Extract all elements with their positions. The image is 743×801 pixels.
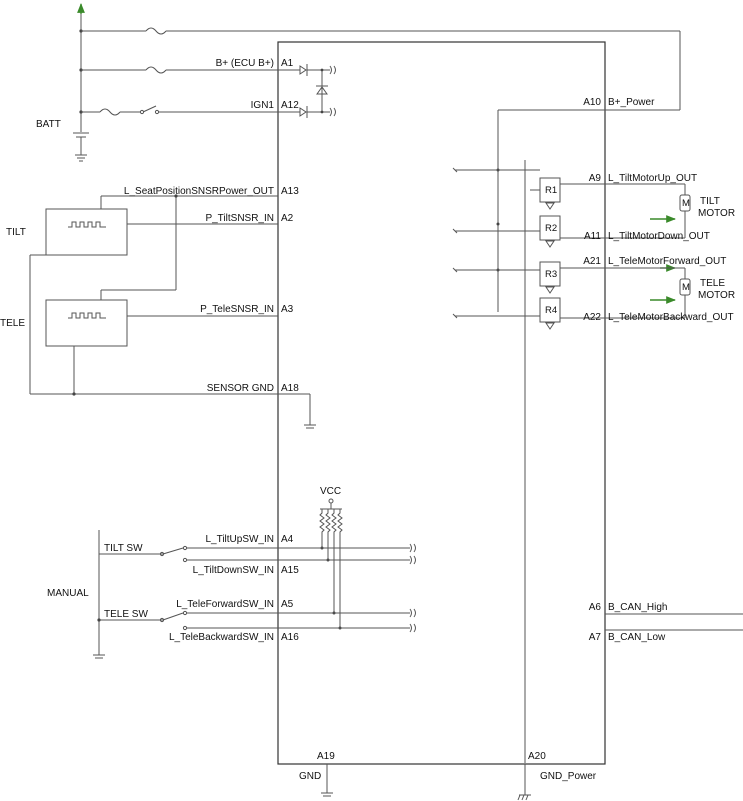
a9-signal: L_TiltMotorUp_OUT	[608, 173, 697, 184]
a16-signal: L_TeleBackwardSW_IN	[169, 632, 274, 643]
svg-text:R1: R1	[545, 185, 557, 196]
a4-pin: A4	[281, 534, 294, 545]
manual-switches: TILT SW TELE SW MANUAL	[47, 530, 416, 659]
relay-a22: R4	[452, 297, 605, 330]
a20-signal: GND_Power	[540, 771, 597, 782]
batt-label: BATT	[36, 119, 61, 130]
tilt-sensor-label: TILT	[6, 227, 26, 238]
a22-signal: L_TeleMotorBackward_OUT	[608, 312, 734, 323]
sensor-ground-network	[29, 254, 316, 429]
a3-signal: P_TeleSNSR_IN	[200, 304, 274, 315]
a7-signal: B_CAN_Low	[608, 632, 666, 643]
tele-motor-label-2: MOTOR	[698, 290, 735, 301]
tilt-sensor: TILT	[6, 208, 278, 256]
a19-pin: A19	[317, 751, 335, 762]
tilt-sw-label: TILT SW	[104, 543, 143, 554]
a5-signal: L_TeleForwardSW_IN	[176, 599, 274, 610]
fuse-line-a1	[81, 64, 336, 76]
bottom-grounds	[321, 764, 531, 801]
a6-pin: A6	[589, 602, 602, 613]
a12-signal: IGN1	[251, 100, 275, 111]
a2-pin: A2	[281, 213, 294, 224]
a2-signal: P_TiltSNSR_IN	[205, 213, 274, 224]
svg-text:R3: R3	[545, 269, 557, 280]
relay-a9: R1	[452, 167, 605, 210]
battery-supply: BATT	[36, 3, 89, 162]
a3-pin: A3	[281, 304, 294, 315]
svg-text:R4: R4	[545, 305, 557, 316]
ecu-box	[277, 41, 606, 765]
can-bus	[605, 613, 743, 631]
fuse-line-top	[81, 27, 681, 111]
vcc-pullups: VCC	[319, 486, 343, 630]
a11-pin: A11	[584, 231, 601, 242]
relay-a11: R2	[452, 215, 605, 248]
a16-pin: A16	[281, 632, 299, 643]
a13-signal: L_SeatPositionSNSRPower_OUT	[124, 186, 274, 197]
a13-pin: A13	[281, 186, 299, 197]
a6-signal: B_CAN_High	[608, 602, 667, 613]
a7-pin: A7	[589, 632, 602, 643]
a18-signal: SENSOR GND	[207, 383, 274, 394]
a15-pin: A15	[281, 565, 299, 576]
a10-pin: A10	[583, 97, 601, 108]
a9-pin: A9	[589, 173, 602, 184]
tele-sensor: TELE	[0, 299, 278, 347]
tele-motor: M TELE MOTOR	[605, 267, 735, 319]
tele-motor-symbol: M	[682, 282, 690, 293]
a21-signal: L_TeleMotorForward_OUT	[608, 256, 726, 267]
a20-pin: A20	[528, 751, 546, 762]
tele-motor-label-1: TELE	[700, 278, 725, 289]
tilt-motor-label-2: MOTOR	[698, 208, 735, 219]
a11-signal: L_TiltMotorDown_OUT	[608, 231, 710, 242]
sensor-power-network	[100, 194, 278, 300]
a21-pin: A21	[583, 256, 601, 267]
vcc-label: VCC	[320, 486, 341, 497]
a22-pin: A22	[583, 312, 601, 323]
a15-signal: L_TiltDownSW_IN	[193, 565, 274, 576]
tilt-motor-label-1: TILT	[700, 196, 720, 207]
manual-label: MANUAL	[47, 588, 89, 599]
a10-signal: B+_Power	[608, 97, 655, 108]
a18-pin: A18	[281, 383, 299, 394]
ignition-line-a12	[81, 68, 336, 118]
a12-pin: A12	[281, 100, 299, 111]
a1-pin: A1	[281, 58, 294, 69]
a1-signal: B+ (ECU B+)	[216, 58, 274, 69]
a4-signal: L_TiltUpSW_IN	[205, 534, 274, 545]
a5-pin: A5	[281, 599, 294, 610]
tilt-motor-symbol: M	[682, 198, 690, 209]
tele-sensor-label: TELE	[0, 318, 25, 329]
relay-a21: R3	[452, 261, 605, 294]
relay-drivers	[496, 109, 605, 763]
svg-text:R2: R2	[545, 223, 557, 234]
tele-sw-label: TELE SW	[104, 609, 148, 620]
a19-signal: GND	[299, 771, 321, 782]
